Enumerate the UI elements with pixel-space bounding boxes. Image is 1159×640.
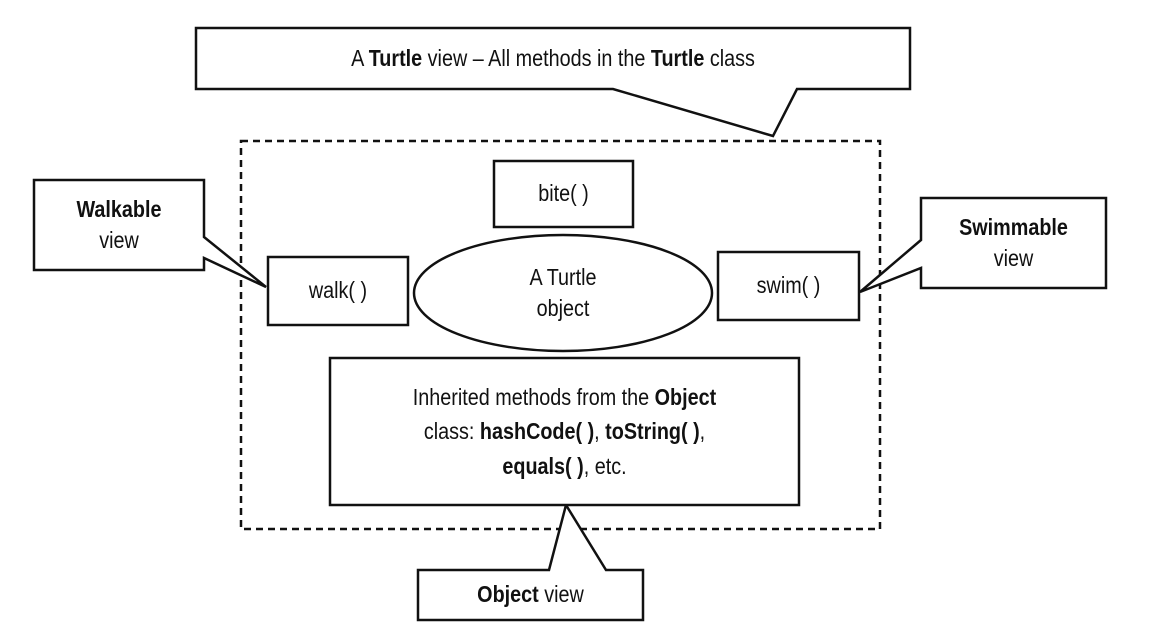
swimmable-view-callout — [859, 196, 1108, 294]
swimmable-view-subtitle: view — [993, 245, 1034, 271]
object-view-callout — [416, 501, 645, 622]
turtle-view-class-name-2: Turtle — [650, 44, 705, 71]
walk-method-label: walk( ) — [308, 277, 368, 304]
walkable-view-title: Walkable — [76, 195, 162, 222]
inherited-methods-label: Inherited methods from the Object class:… — [363, 358, 766, 505]
walkable-view-callout — [32, 178, 267, 289]
bite-method-label: bite( ) — [538, 180, 589, 207]
inherited-line1-text: Inherited methods from the — [412, 383, 655, 410]
object-view-label: Object view — [434, 570, 628, 620]
walkable-view-label: Walkable view — [46, 180, 192, 270]
inherited-line2-text: class: — [423, 418, 480, 445]
turtle-view-class-name: Turtle — [368, 44, 423, 71]
inherited-line1: Inherited methods from the Object — [413, 380, 716, 415]
inherited-line3-text: , etc. — [583, 452, 627, 479]
turtle-object-label: A Turtle object — [435, 235, 691, 351]
swim-method-box — [716, 250, 861, 322]
inherited-line2: class: hashCode( ), toString( ), — [424, 414, 705, 449]
equals-method: equals( ) — [502, 452, 584, 479]
swim-method-label: swim( ) — [756, 272, 821, 299]
bite-method-box — [492, 159, 635, 229]
object-view-title: Object — [477, 581, 539, 608]
inherited-line2-end: , — [699, 418, 706, 445]
turtle-view-middle: view – All methods in the — [422, 44, 651, 71]
hashcode-method: hashCode( ) — [479, 418, 595, 445]
turtle-object-line2: object — [536, 295, 590, 321]
object-view-subtitle: view — [538, 581, 584, 608]
turtle-view-label: A Turtle view – All methods in the Turtl… — [246, 28, 860, 89]
swimmable-view-label: Swimmable view — [934, 198, 1093, 288]
turtle-view-suffix: class — [704, 44, 755, 71]
inherited-line3: equals( ), etc. — [502, 449, 626, 484]
turtle-view-callout — [194, 26, 912, 138]
turtle-object-ellipse — [412, 233, 714, 353]
inherited-line2-sep: , — [594, 418, 606, 445]
turtle-view-prefix: A — [351, 44, 369, 71]
walk-method-box — [266, 255, 410, 327]
walkable-view-subtitle: view — [99, 227, 139, 253]
swimmable-view-title: Swimmable — [959, 213, 1068, 240]
tostring-method: toString( ) — [605, 418, 700, 445]
inherited-object-class: Object — [654, 383, 717, 410]
turtle-object-line1: A Turtle — [529, 263, 597, 290]
inherited-methods-box — [328, 356, 801, 507]
